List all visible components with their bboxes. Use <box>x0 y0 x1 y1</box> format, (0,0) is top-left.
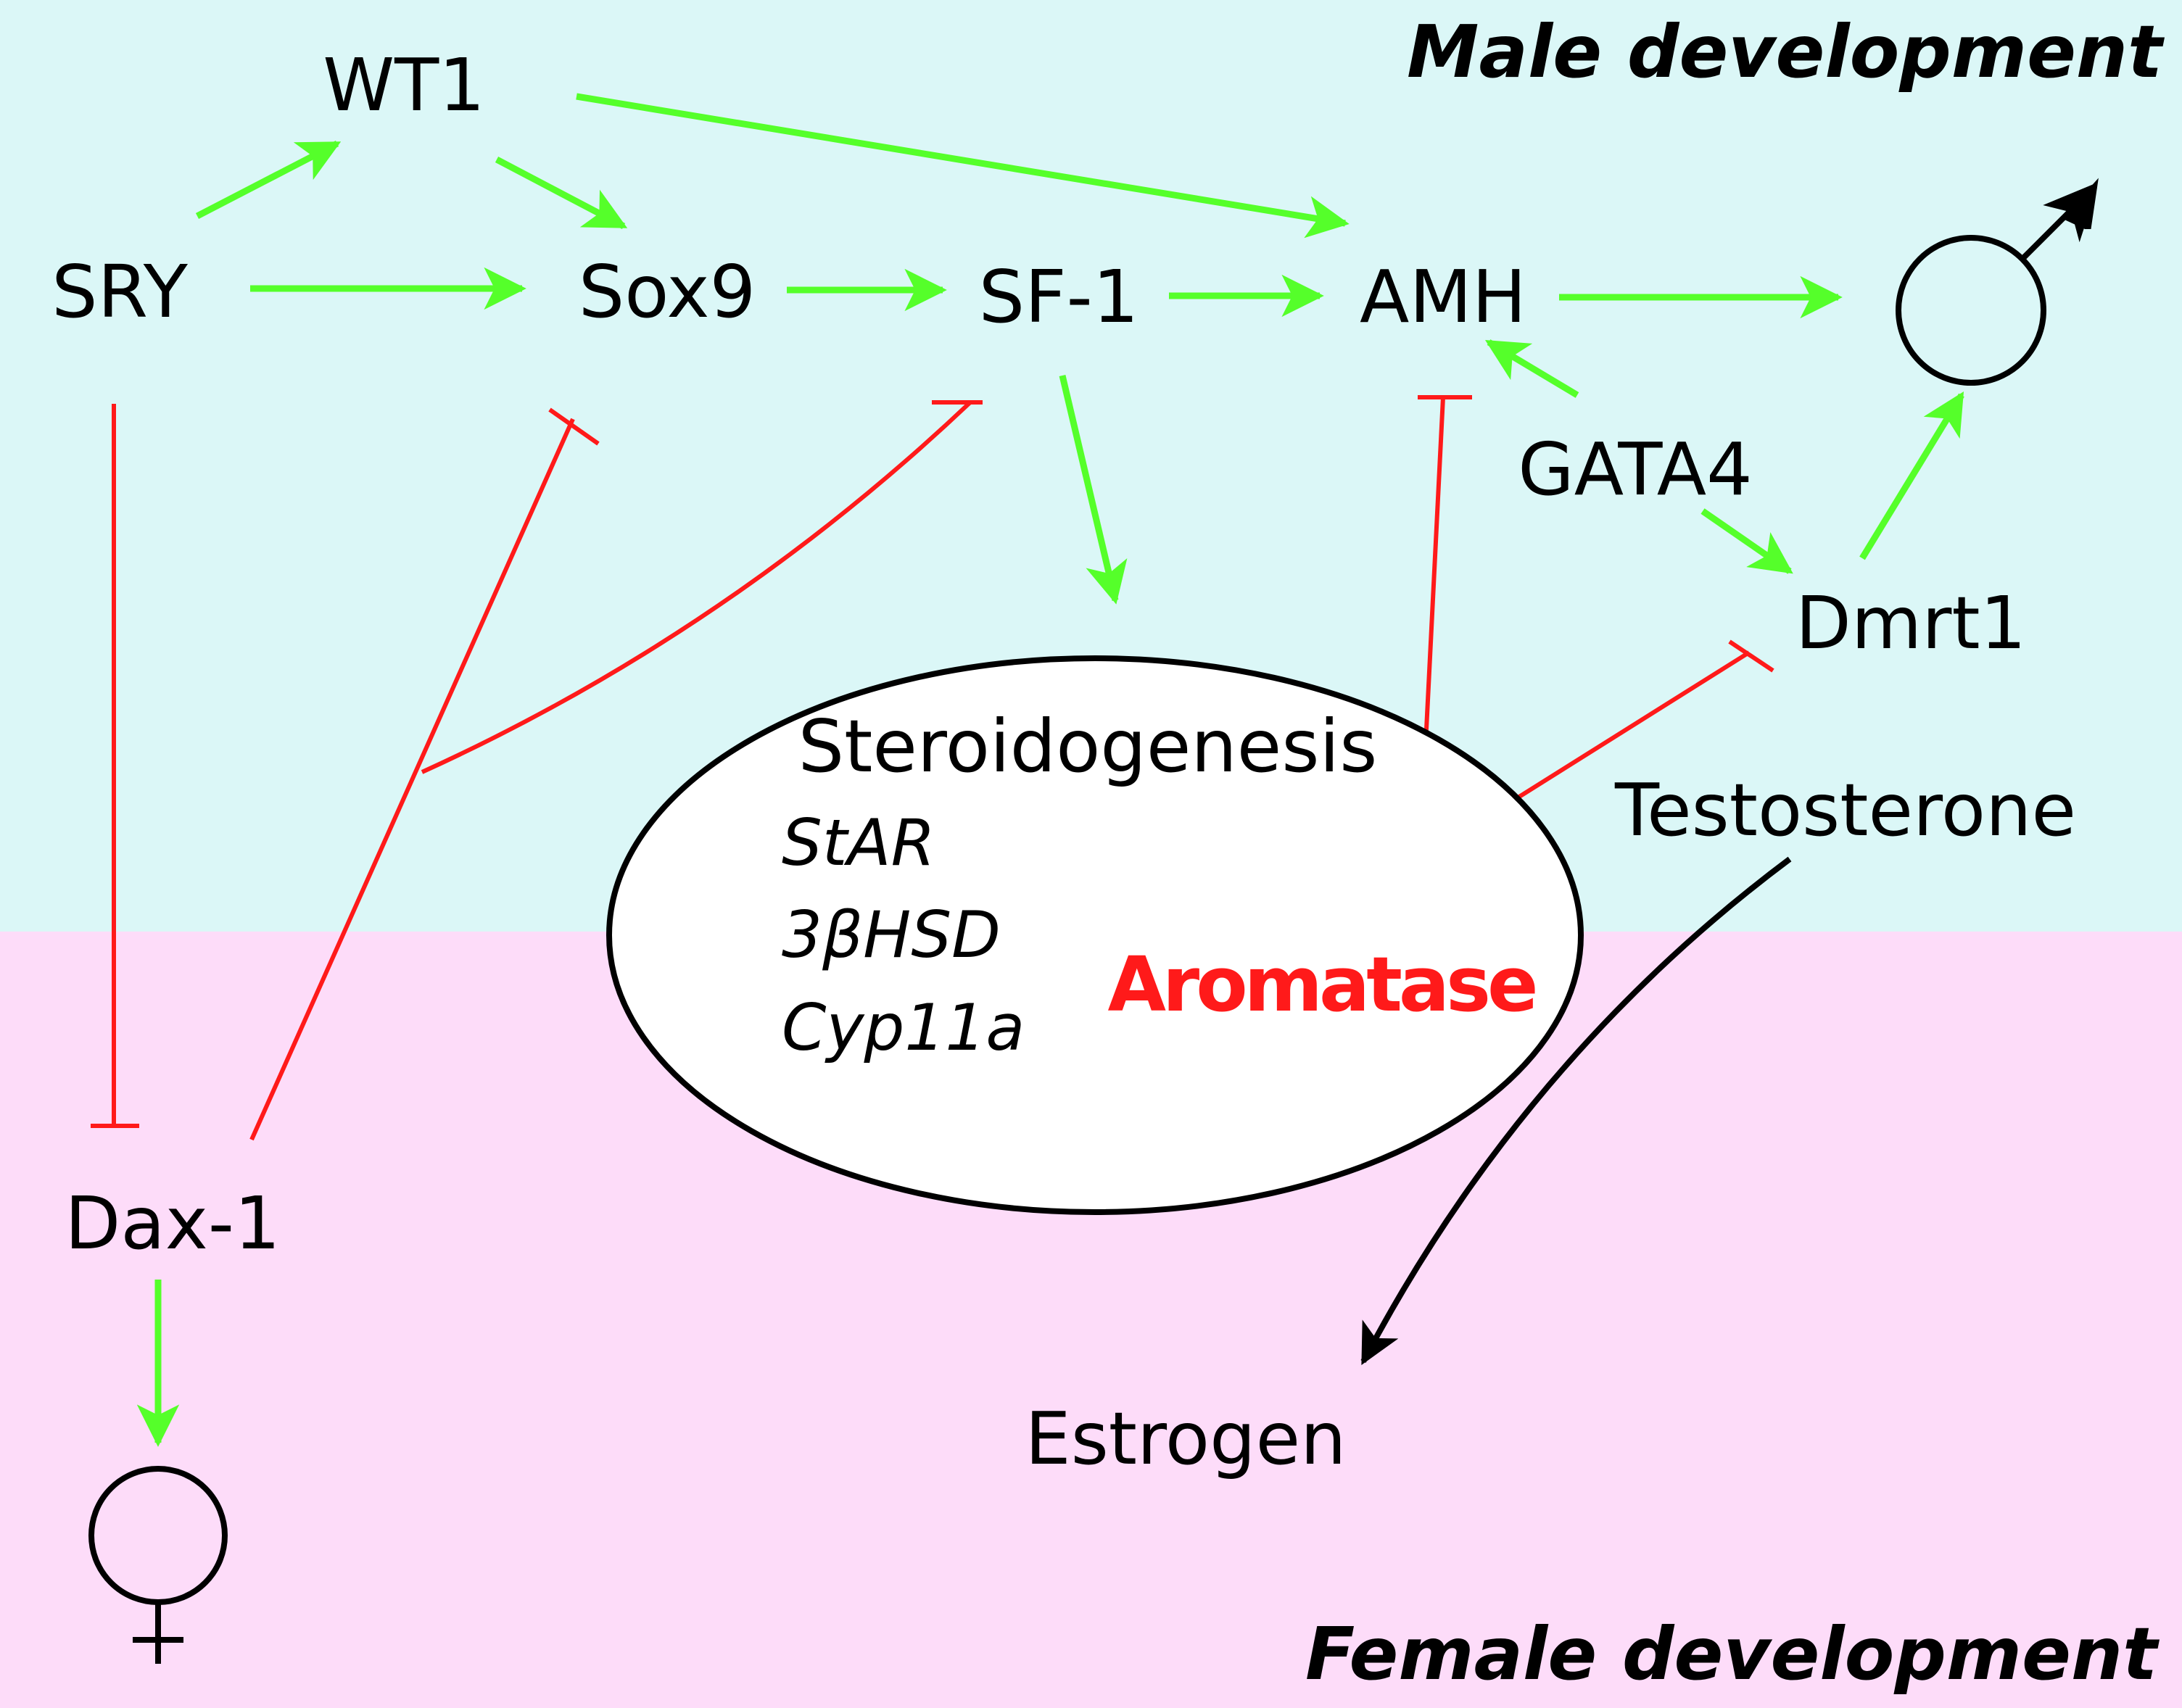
gene-star: StAR <box>782 805 935 880</box>
aromatase-label: Aromatase <box>1107 940 1538 1029</box>
gene-3bhsd: 3βHSD <box>782 897 1001 972</box>
male-development-title: Male development <box>1407 9 2162 94</box>
gene-cyp11a: Cyp11a <box>782 990 1025 1065</box>
arrow-sry-wt1 <box>195 141 342 219</box>
node-wt1: WT1 <box>323 43 485 128</box>
steroidogenesis-title: Steroidogenesis <box>798 704 1378 789</box>
node-amh: AMH <box>1360 254 1526 339</box>
male-symbol-icon <box>1896 178 2099 386</box>
node-estrogen: Estrogen <box>1025 1396 1347 1481</box>
node-gata4: GATA4 <box>1518 427 1753 512</box>
female-development-title: Female development <box>1305 1612 2157 1696</box>
node-testosterone: Testosterone <box>1615 768 2076 853</box>
node-sox9: Sox9 <box>578 249 756 334</box>
node-sf1: SF-1 <box>978 254 1139 339</box>
arrow-sf1-steroidogenesis <box>1059 374 1128 605</box>
steroidogenesis-ellipse <box>606 655 1584 1215</box>
inhibit-dax1-sf1 <box>421 400 983 774</box>
arrow-wt1-amh <box>576 93 1350 239</box>
node-sry: SRY <box>51 249 188 334</box>
arrow-gata4-amh <box>1484 339 1579 398</box>
node-dmrt1: Dmrt1 <box>1795 581 2027 666</box>
female-symbol-icon <box>88 1466 228 1664</box>
node-dax1: Dax-1 <box>65 1181 281 1266</box>
arrow-dmrt1-male <box>1859 391 1964 560</box>
arrow-gata4-dmrt1 <box>1700 508 1793 574</box>
arrow-testosterone-estrogen <box>1360 856 1792 1365</box>
inhibit-sry-dax1 <box>91 404 139 1128</box>
inhibit-dax1-sox9 <box>249 407 600 1141</box>
arrow-wt1-sox9 <box>495 157 628 229</box>
